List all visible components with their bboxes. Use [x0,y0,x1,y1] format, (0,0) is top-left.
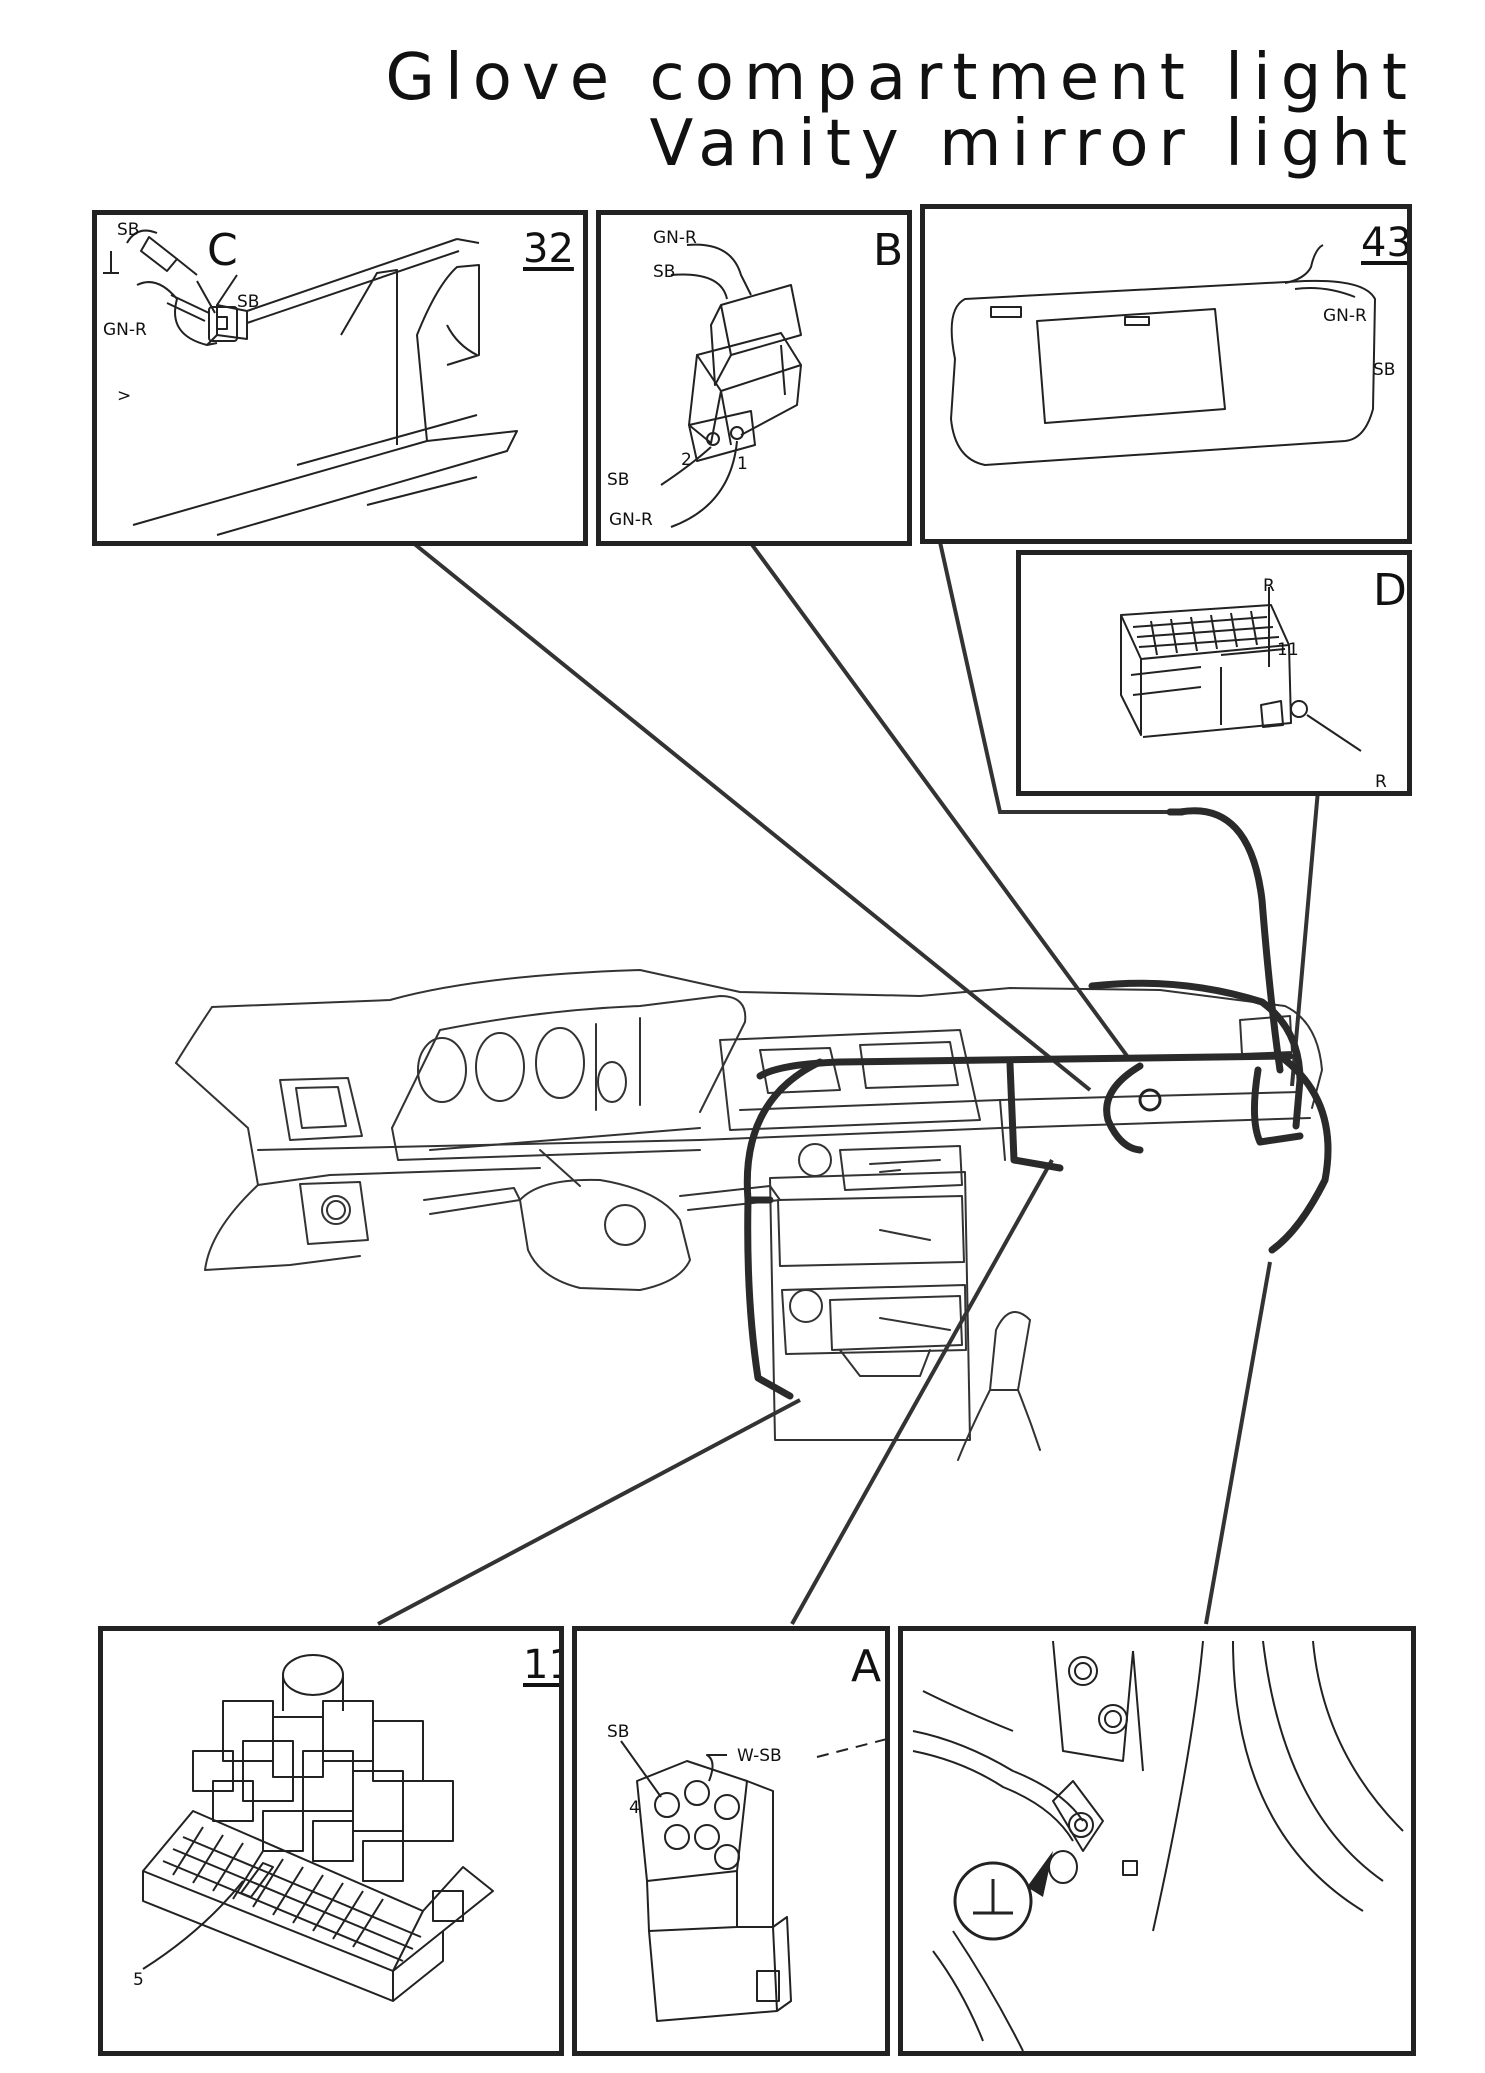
multi-pin-connector-drawing [1120,587,1362,752]
panel-fuse-box: 11 5 [98,1626,564,2056]
glovebox-switch-drawing [103,229,518,536]
wire-label-sb: SB [117,220,140,240]
pin-label-4: 4 [629,1798,640,1818]
sun-visor-mirror-drawing [950,244,1376,466]
panel-d-connector: D R 11 R [1016,550,1412,796]
wiring-harness [743,807,1332,1400]
fuse-box-drawing [142,1654,494,2002]
panel-b-label: B [873,225,904,276]
fuse-label-5: 5 [133,1970,144,1990]
ground-icon [953,1851,1053,1941]
wire-label-gn-r: GN-R [653,228,697,248]
wire-label-sb: SB [607,1722,630,1742]
arrow-mark: > [117,386,132,406]
wire-label-sb: SB [237,292,260,312]
wire-label-w-sb: W-SB [737,1746,782,1766]
panel-a-label: A [851,1641,882,1692]
six-pin-connector-drawing [620,1738,885,2022]
leader-lines [377,540,1320,1626]
wire-label-r: R [1263,576,1275,596]
panel-c-number: 32 [523,226,574,272]
panel-d-label: D [1373,565,1407,616]
panel-ground-point [898,1626,1416,2056]
panel-c-glovebox-switch: C 32 SB SB GN-R > [92,210,588,546]
ground-point-drawing [912,1640,1404,2051]
pin-label-2: 2 [681,450,692,470]
title-line-1: Glove compartment light [385,41,1417,115]
wire-label-gn-r: GN-R [609,510,653,530]
dashboard-outline [175,969,1323,1461]
wire-label-gn-r: GN-R [1323,306,1367,326]
panel-vanity-mirror: 43 GN-R SB [920,204,1412,544]
pin-label-1: 1 [737,454,748,474]
wire-label-gn-r: GN-R [103,320,147,340]
panel-a-connector: A SB 4 W-SB [572,1626,890,2056]
wire-label-sb: SB [653,262,676,282]
switch-connector-drawing [660,243,802,528]
wire-label-sb: SB [607,470,630,490]
title-line-2: Vanity mirror light [649,107,1417,181]
pin-label-11: 11 [1277,640,1299,660]
panel-11-number: 11 [523,1642,559,1688]
panel-b-switch-connector: B GN-R SB SB GN-R 2 1 [596,210,912,546]
wire-label-r: R [1375,772,1387,792]
wire-label-sb: SB [1373,360,1396,380]
panel-c-label: C [207,225,238,276]
panel-43-number: 43 [1361,220,1412,266]
